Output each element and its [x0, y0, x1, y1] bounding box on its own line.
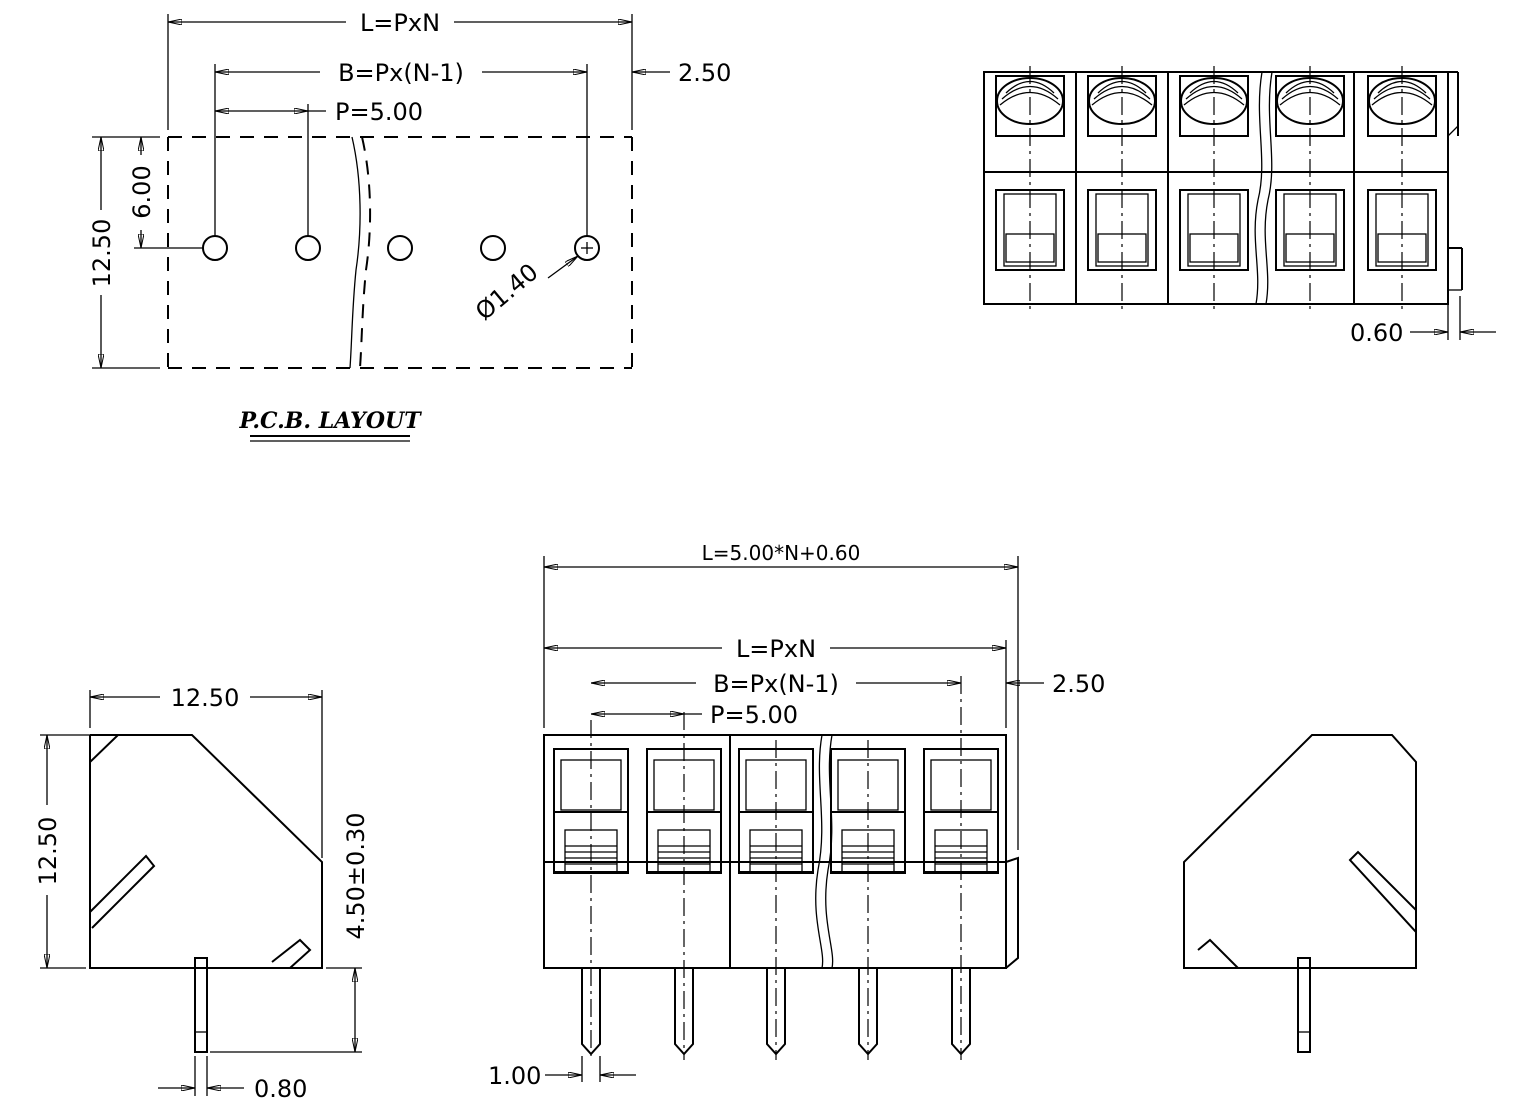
side-view-right [1183, 734, 1417, 1053]
front-dim-pin: 1.00 [488, 1062, 541, 1090]
pcb-layout-title: P.C.B. LAYOUT [238, 408, 422, 434]
front-dim-pitch: P=5.00 [710, 701, 798, 729]
front-dim-span: B=Px(N-1) [713, 670, 839, 698]
pcb-layout-view: L=PxN B=Px(N-1) P=5.00 2.50 12.50 6.00 Ø… [88, 9, 731, 442]
front-dim-overall: L=5.00*N+0.60 [702, 541, 861, 565]
front-view: L=5.00*N+0.60 L=PxN B=Px(N-1) P=5.00 2.5… [488, 541, 1105, 1090]
pcb-dim-span: B=Px(N-1) [338, 59, 464, 87]
pcb-dim-total-length: L=PxN [360, 9, 440, 37]
pcb-dim-pitch: P=5.00 [335, 98, 423, 126]
side-view-left: 12.50 12.50 4.50±0.30 0.80 [34, 684, 370, 1103]
pcb-dim-height: 12.50 [88, 219, 116, 288]
side-dim-pin-width: 0.80 [254, 1075, 307, 1103]
top-view: 0.60 [983, 66, 1496, 347]
front-dim-total-length: L=PxN [736, 635, 816, 663]
side-dim-width: 12.50 [171, 684, 240, 712]
pcb-dim-hole: Ø1.40 [470, 258, 543, 326]
top-dim-tab: 0.60 [1350, 319, 1403, 347]
side-dim-height: 12.50 [34, 817, 62, 886]
pcb-dim-row-offset: 6.00 [128, 165, 156, 218]
front-dim-edge: 2.50 [1052, 670, 1105, 698]
pcb-holes [202, 235, 600, 261]
side-dim-pin-length: 4.50±0.30 [342, 813, 370, 940]
pcb-dim-edge: 2.50 [678, 59, 731, 87]
